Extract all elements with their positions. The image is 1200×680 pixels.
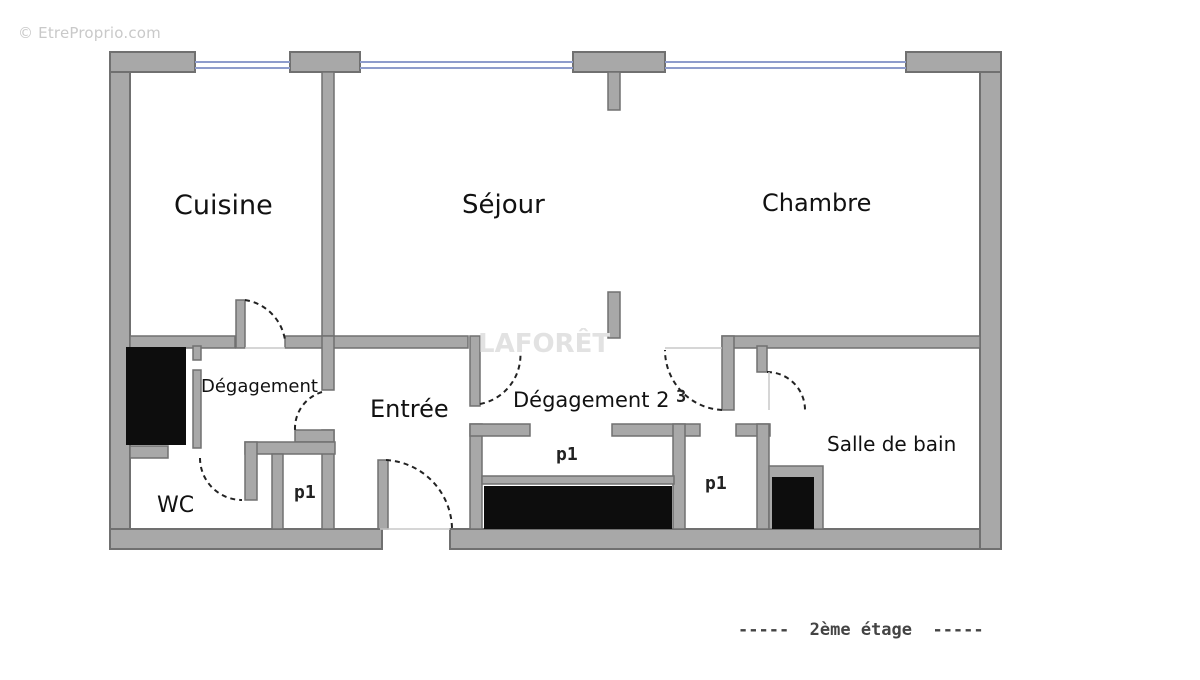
- interior-walls: [129, 71, 981, 530]
- door-swings: [199, 299, 806, 529]
- placard-label-salle: p1: [705, 473, 727, 494]
- door-wc: [199, 457, 243, 501]
- door-entree: [385, 459, 453, 529]
- room-label-cuisine: Cuisine: [174, 190, 273, 221]
- room-label-sejour: Séjour: [462, 190, 545, 220]
- door-number: 3: [676, 387, 686, 407]
- cabinet-degagement-2: [484, 486, 672, 529]
- placard-label-entree: p1: [294, 482, 316, 503]
- cabinets: [126, 347, 814, 529]
- watermark-text: © EtreProprio.com: [18, 24, 161, 42]
- door-salle-de-bain: [766, 371, 806, 411]
- room-label-wc: WC: [157, 493, 194, 518]
- cabinet-salle-de-bain: [772, 477, 814, 529]
- room-label-salle-de-bain: Salle de bain: [827, 432, 956, 456]
- room-label-degagement-2: Dégagement 2: [513, 388, 670, 412]
- door-degagement-2: [479, 347, 522, 405]
- cabinet-cuisine: [126, 347, 186, 445]
- door-degagement: [293, 391, 323, 431]
- logo-watermark: LAFORÊT: [478, 327, 610, 359]
- room-label-entree: Entrée: [370, 395, 449, 423]
- room-label-degagement: Dégagement: [201, 376, 318, 397]
- door-cuisine: [244, 299, 286, 341]
- floor-caption: ----- 2ème étage -----: [738, 620, 984, 640]
- placard-label-degagement-2: p1: [556, 444, 578, 465]
- door-chambre: [663, 349, 723, 411]
- door-thresholds: [245, 347, 770, 530]
- windows: [195, 61, 906, 69]
- room-label-chambre: Chambre: [762, 189, 871, 217]
